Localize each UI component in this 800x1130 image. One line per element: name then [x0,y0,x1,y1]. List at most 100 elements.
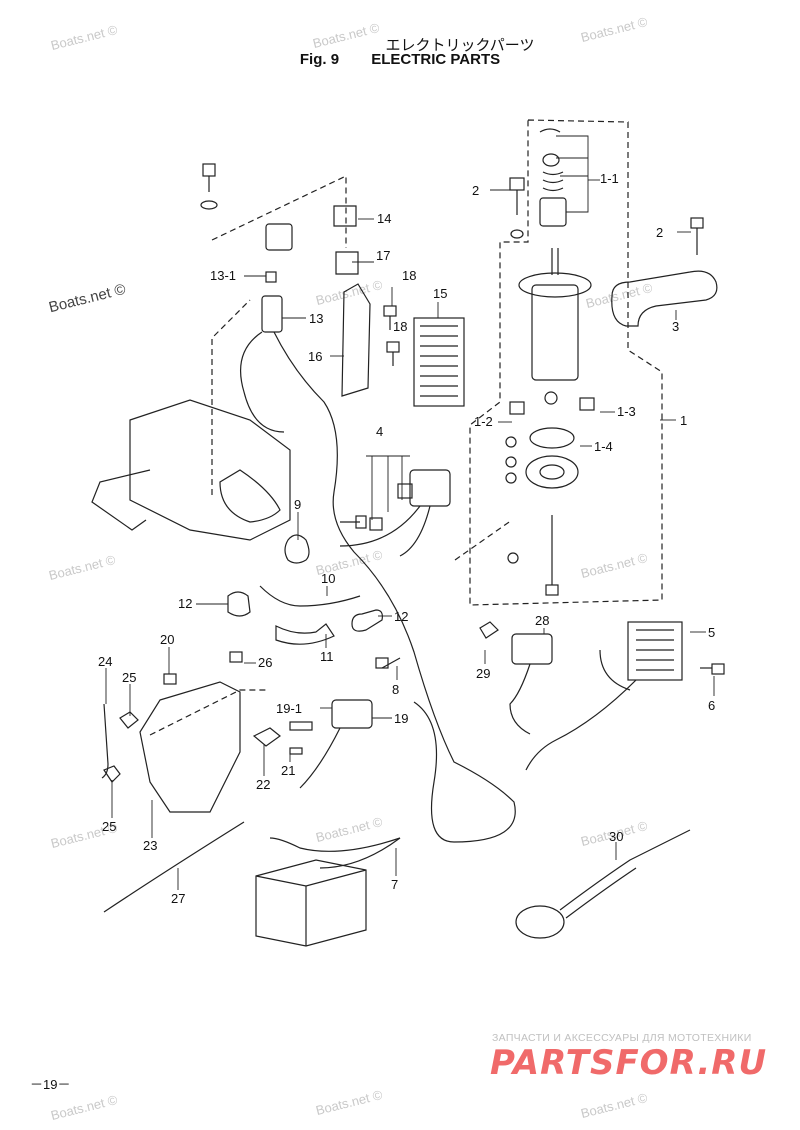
callout-label: 9 [294,497,302,512]
callout-label: 1-1 [600,171,619,186]
promo-brand: PARTSFOR.RU [490,1043,768,1083]
bracket [335,251,359,275]
screw [229,651,243,663]
callout-label: 2 [656,225,664,240]
callout-label: 20 [160,632,175,647]
callout-label: 18 [402,268,417,283]
screw [163,673,177,685]
callout-label: 14 [377,211,392,226]
callout-label: 10 [321,571,336,586]
ignition-coil [339,469,451,557]
callout-label: 13 [309,311,324,326]
relay [265,223,293,251]
callout-label: 4 [376,424,384,439]
dashed-group-outline [454,519,513,561]
callout-label: 29 [476,666,491,681]
callout-label: 30 [609,829,624,844]
callout-label: 18 [393,319,408,334]
callout-label: 11 [320,649,334,664]
clip [252,727,281,747]
bracket [611,270,718,327]
callout-label: 24 [98,654,113,669]
callout-label: 22 [256,777,271,792]
bolt [690,217,704,255]
bracket [139,681,241,813]
callout-label: 1-3 [617,404,636,419]
callout-label: 3 [672,319,680,334]
callout-label: 15 [433,286,448,301]
callout-label: 8 [392,682,400,697]
figure-title-english: ELECTRIC PARTS [371,51,501,68]
figure-title: Fig. 9 ELECTRIC PARTS [0,51,800,68]
cable [259,585,361,607]
starter-motor [518,128,592,405]
clip [333,205,357,227]
callout-label: 16 [308,349,323,364]
plug-cap [284,534,310,564]
wire [240,331,285,433]
callout-label: 2 [472,183,480,198]
bolt [509,177,525,239]
dashed-group-outline [211,299,251,495]
pin [289,747,303,755]
screw [386,341,400,366]
switch [509,633,553,735]
cap [227,591,251,617]
clip [119,711,139,729]
wire [319,837,401,869]
terminal [351,609,383,632]
leader-lines [105,135,715,890]
pin [289,721,313,731]
page-number: －19－ [30,1077,71,1092]
callout-label: 12 [394,609,409,624]
callout-label: 5 [708,625,716,640]
wire [273,331,516,843]
bolt [375,657,401,669]
figure-label: Fig. 9 [299,51,340,68]
cable [103,821,245,913]
clip [479,621,499,639]
regulator [525,621,683,771]
link-rod [101,703,109,779]
callout-label: 1-4 [594,439,613,454]
callout-label: 27 [171,891,186,906]
callout-label: 13-1 [210,268,237,283]
title-japanese: エレクトリックパーツ [385,37,535,54]
plate [341,283,371,397]
callout-label: 26 [258,655,273,670]
dashed-group-outline [149,689,268,736]
callout-label: 25 [122,670,137,685]
callout-label: 7 [391,877,399,892]
callout-label: 1 [680,413,688,428]
fuse [265,271,277,283]
callout-label: 28 [535,613,550,628]
wire [269,837,401,852]
callout-label: 1-2 [474,414,493,429]
callout-label: 19 [394,711,409,726]
brush-holder [505,397,595,596]
dashed-group-outline [211,175,347,248]
bolt [700,663,725,675]
bolt [200,163,218,210]
callout-label: 12 [178,596,193,611]
engine-block [91,399,291,541]
callout-label: 6 [708,698,716,713]
screw [383,305,397,330]
promo-tagline: ЗАПЧАСТИ И АКСЕССУАРЫ ДЛЯ МОТОТЕХНИКИ [492,1032,752,1044]
switch [299,699,373,789]
callout-label: 17 [376,248,391,263]
callout-label: 21 [281,763,296,778]
battery [255,859,367,947]
fuse-holder [261,295,283,333]
dashed-group-outline [469,119,663,606]
clip [103,765,121,783]
screw [340,515,367,529]
rectifier [413,317,465,407]
screw [369,517,383,531]
callout-label: 23 [143,838,158,853]
hose [275,623,335,645]
key-switch [515,829,691,939]
callout-label: 25 [102,819,117,834]
callout-label: 19-1 [276,701,303,716]
